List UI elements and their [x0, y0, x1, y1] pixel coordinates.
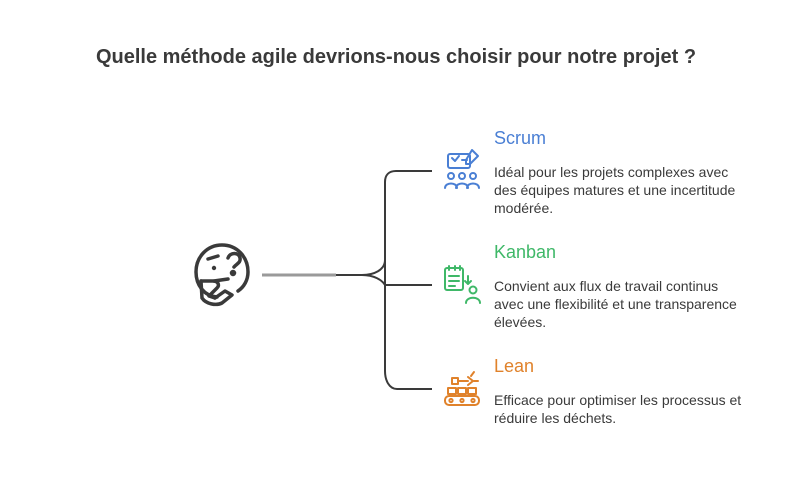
conveyor-robot-icon [444, 371, 480, 406]
board-person-icon [444, 265, 481, 304]
scrum-description: Idéal pour les projets complexes avec de… [494, 164, 736, 216]
diagram-title: Quelle méthode agile devrions-nous chois… [95, 46, 697, 68]
team-checklist-icon [444, 149, 480, 189]
lean-title: Lean [494, 356, 535, 376]
branch-connector [336, 170, 432, 390]
scrum-title: Scrum [494, 128, 547, 148]
lean-description: Efficace pour optimiser les processus et… [494, 392, 742, 426]
kanban-title: Kanban [494, 242, 557, 262]
kanban-description: Convient aux flux de travail continus av… [494, 278, 737, 330]
thinking-face-icon [194, 243, 250, 307]
